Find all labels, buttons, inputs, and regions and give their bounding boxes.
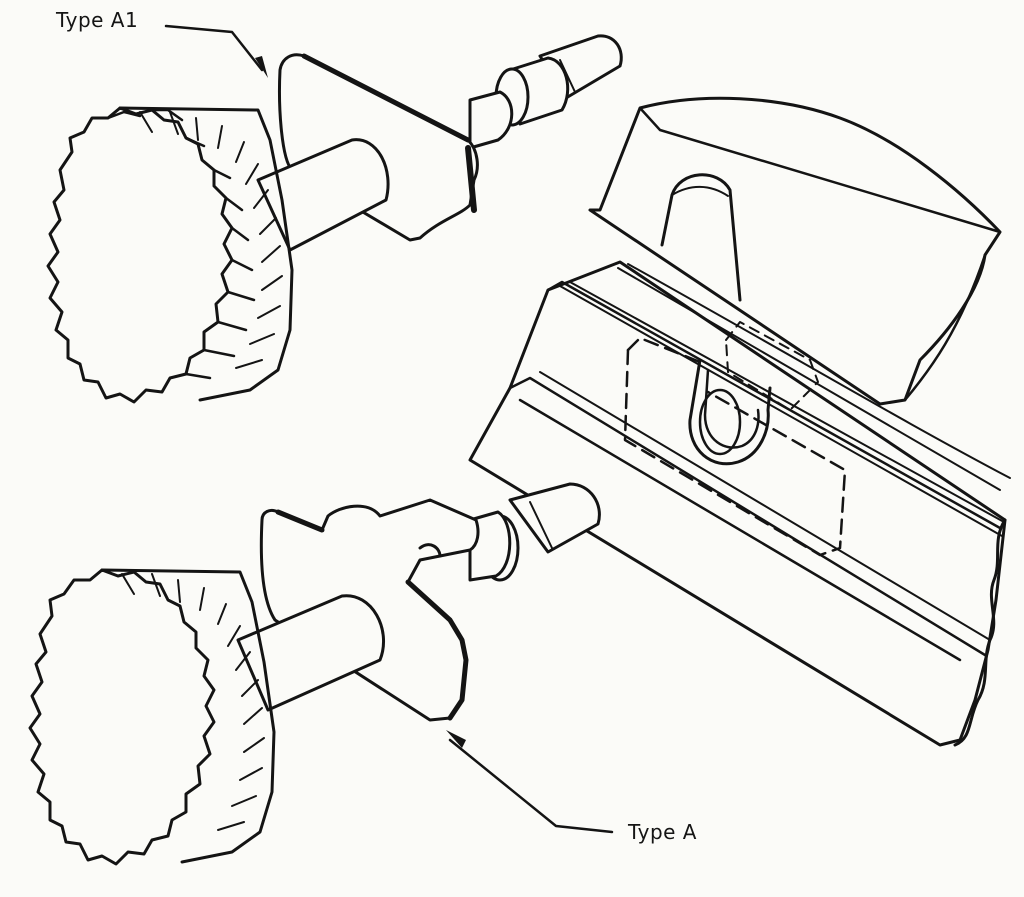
type-a-label: Type A xyxy=(628,820,697,844)
type-a-assembly xyxy=(28,482,614,866)
type-a1-label: Type A1 xyxy=(56,8,139,32)
carriage-rail xyxy=(468,96,1011,747)
type-a1-assembly xyxy=(46,24,623,404)
